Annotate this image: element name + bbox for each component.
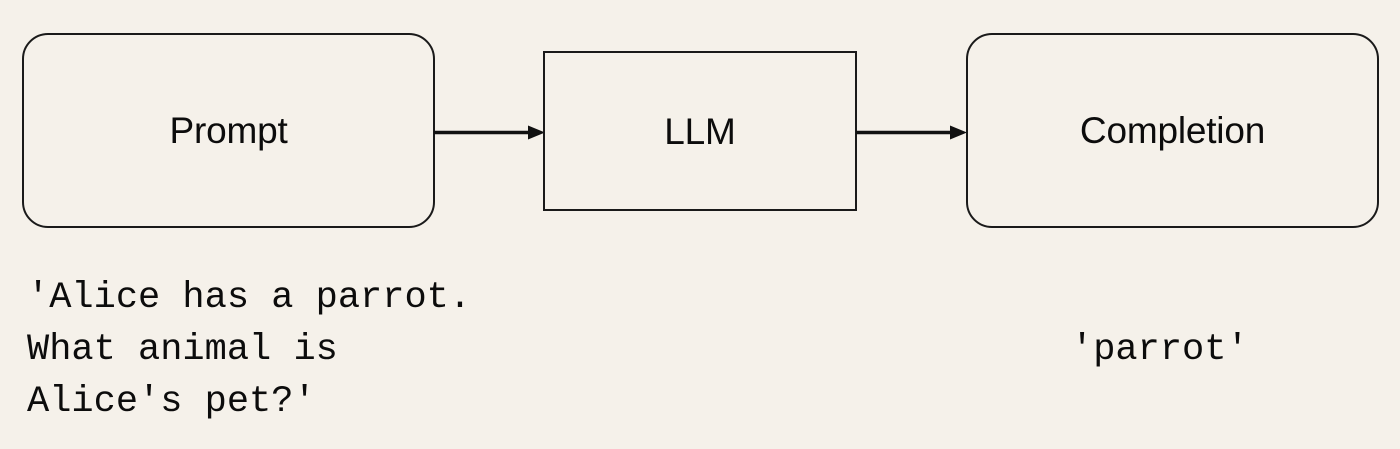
node-completion-label: Completion [1079,110,1266,151]
node-llm: LLM [543,51,857,211]
prompt-example-text: 'Alice has a parrot. What animal is Alic… [27,277,472,423]
node-prompt: Prompt [22,33,435,228]
node-completion: Completion [966,33,1379,228]
node-llm-label: LLM [664,110,736,152]
arrow-prompt-to-llm [434,118,546,148]
completion-example-text: 'parrot' [1071,329,1249,371]
node-prompt-label: Prompt [169,110,288,151]
arrow-llm-to-completion [856,118,968,148]
